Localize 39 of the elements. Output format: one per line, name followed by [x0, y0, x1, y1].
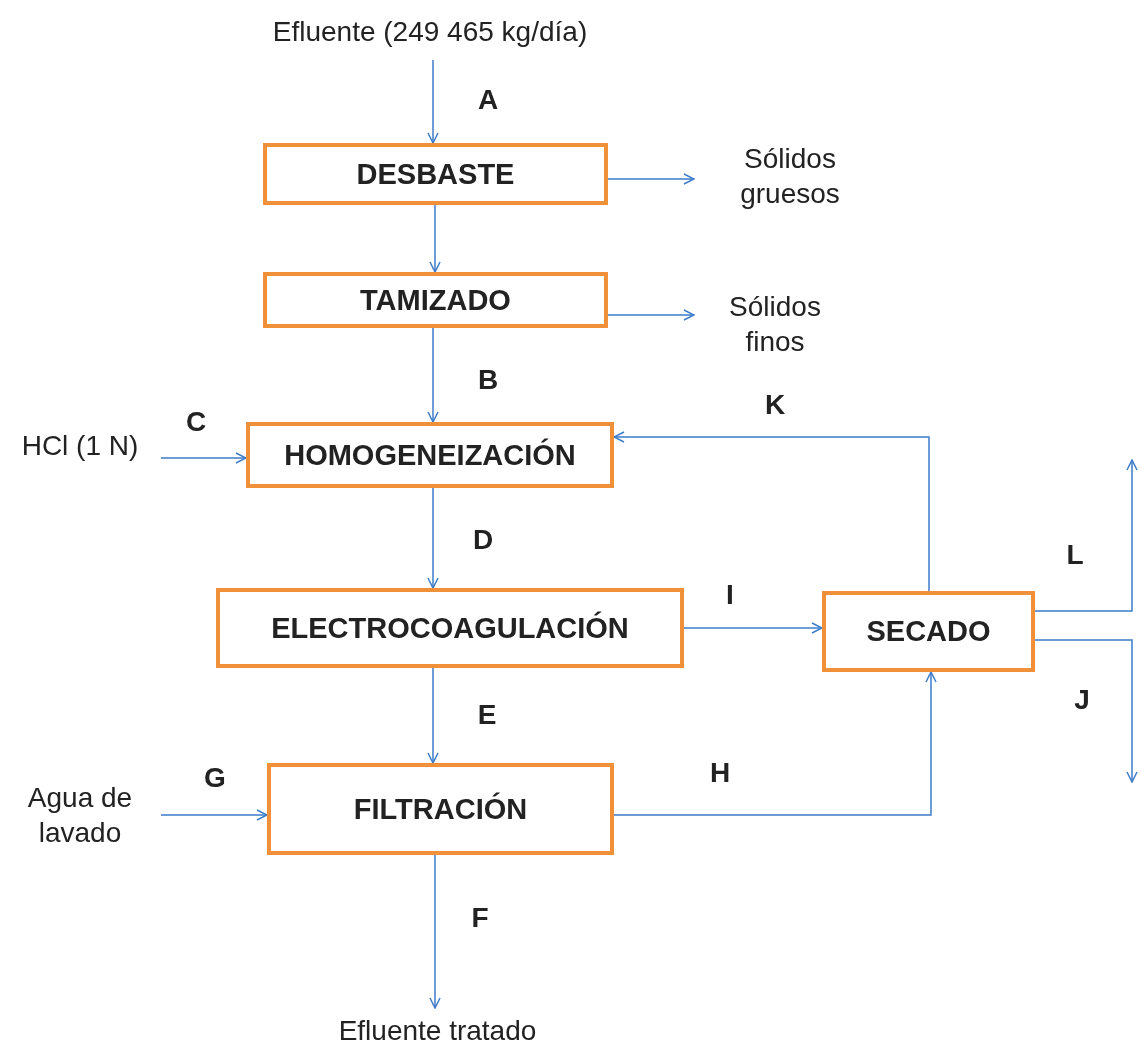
edge-label: K	[764, 389, 786, 421]
arrow	[160, 452, 247, 464]
arrow	[160, 809, 268, 821]
process-box: DESBASTE	[263, 143, 608, 205]
edge-label: F	[471, 902, 489, 934]
edge-label: D	[472, 524, 494, 556]
stream-label: Efluente (249 465 kg/día)	[272, 14, 588, 49]
stream-label: HCl (1 N)	[21, 428, 139, 463]
edge-label: J	[1074, 684, 1090, 716]
stream-label: Sólidos gruesos	[739, 142, 841, 211]
arrow	[607, 173, 695, 185]
arrow	[427, 487, 439, 589]
process-box: SECADO	[822, 591, 1035, 672]
arrow	[613, 431, 930, 592]
arrow	[427, 59, 439, 144]
arrow	[427, 667, 439, 764]
arrow	[429, 204, 441, 273]
edge-label: A	[477, 84, 499, 116]
process-box: ELECTROCOAGULACIÓN	[216, 588, 684, 668]
edge-label: L	[1066, 539, 1084, 571]
arrow	[1034, 459, 1138, 612]
process-box: HOMOGENEIZACIÓN	[246, 422, 614, 488]
stream-label: Efluente tratado	[338, 1013, 537, 1046]
edge-label: G	[204, 762, 226, 794]
arrow	[1034, 639, 1138, 783]
edge-label: B	[477, 364, 499, 396]
stream-label: Sólidos finos	[728, 290, 822, 359]
stream-label: Agua de lavado	[26, 781, 134, 850]
edge-label: E	[477, 699, 497, 731]
arrow	[427, 327, 439, 423]
edge-label: C	[185, 406, 207, 438]
process-box: TAMIZADO	[263, 272, 608, 328]
edge-label: I	[726, 579, 734, 611]
arrow	[429, 854, 441, 1009]
edge-label: H	[709, 757, 731, 789]
arrow	[607, 309, 695, 321]
arrow	[613, 671, 937, 816]
process-box: FILTRACIÓN	[267, 763, 614, 855]
arrow	[683, 622, 823, 634]
